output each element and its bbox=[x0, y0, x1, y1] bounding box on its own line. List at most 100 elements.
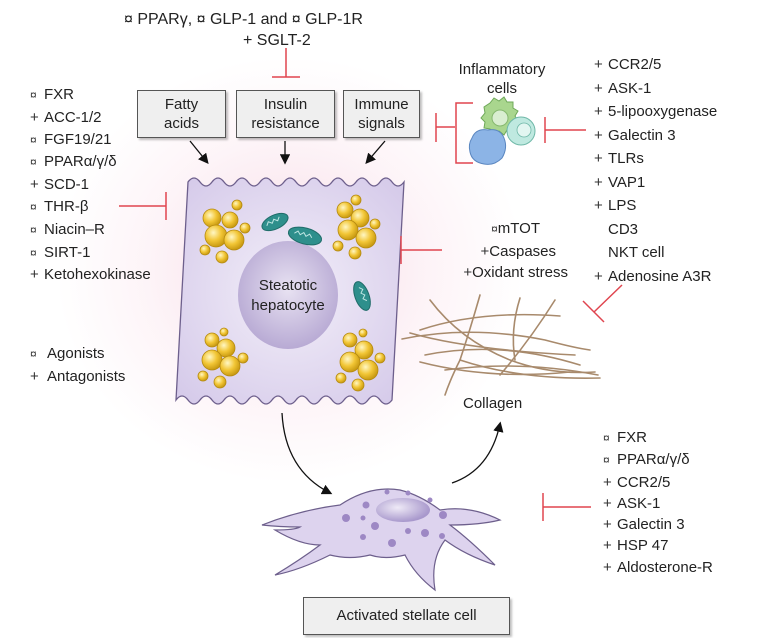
list-item: +Aldosterone-R bbox=[603, 557, 713, 578]
target-label: Galectin 3 bbox=[617, 516, 685, 534]
insulin-resistance-box: Insulin resistance bbox=[236, 90, 335, 138]
mitochondrion-3 bbox=[353, 281, 371, 311]
immune-signals-label-line1: Immune bbox=[354, 96, 409, 113]
agonist-symbol: ¤ bbox=[30, 155, 37, 170]
hepatocyte-label-line1: Steatotic bbox=[258, 277, 318, 294]
top-targets-line2: + SGLT-2 bbox=[243, 32, 311, 49]
target-label: Ketohexokinase bbox=[44, 266, 151, 284]
antagonist-symbol: + bbox=[463, 264, 473, 281]
right-targets-list: +CCR2/5 +ASK-1 +5-lipooxygenase +Galecti… bbox=[594, 53, 717, 288]
list-item: +Oxidant stress bbox=[425, 262, 568, 284]
list-item: ¤ PPARα/γ/δ bbox=[30, 151, 151, 174]
agonist-symbol: ¤ bbox=[30, 88, 37, 102]
inhibit-immune-signals bbox=[435, 102, 473, 164]
antagonist-symbol: + bbox=[30, 108, 39, 126]
fatty-acids-box: Fatty acids bbox=[137, 90, 226, 138]
blue-cell bbox=[468, 129, 507, 165]
lipid-cluster-top-right bbox=[332, 194, 381, 260]
legend: ¤Agonists +Antagonists bbox=[30, 343, 125, 388]
insulin-resistance-label-line2: resistance bbox=[251, 115, 320, 132]
hepatocyte-nucleus bbox=[238, 241, 338, 349]
target-label: LPS bbox=[608, 197, 637, 214]
stellate-nucleus bbox=[376, 498, 430, 522]
antagonist-symbol: + bbox=[603, 494, 612, 512]
target-label: HSP 47 bbox=[617, 537, 669, 555]
target-label: CCR2/5 bbox=[608, 56, 662, 73]
hepatocyte-label: Steatotic hepatocyte bbox=[238, 276, 338, 316]
inhibit-collagen bbox=[582, 284, 623, 323]
fatty-acids-label-line2: acids bbox=[163, 115, 200, 132]
list-item: + Ketohexokinase bbox=[30, 264, 151, 286]
target-label: SIRT-1 bbox=[44, 243, 91, 261]
activated-stellate-cell-label: Activated stellate cell bbox=[336, 607, 477, 624]
list-item: ¤THR-β bbox=[30, 196, 151, 219]
stellate-targets-list: ¤FXR ¤PPARα/γ/δ +CCR2/5 +ASK-1 +Galectin… bbox=[603, 427, 713, 578]
inflammatory-cells-label-line1: Inflammatory bbox=[458, 61, 546, 78]
mitochondrion-1 bbox=[261, 212, 289, 232]
agonist-symbol: ¤ bbox=[491, 222, 498, 236]
target-label: CD3 bbox=[608, 220, 639, 238]
antagonist-symbol: + bbox=[30, 266, 39, 284]
list-item: ¤FXR bbox=[603, 427, 713, 449]
list-item: ¤PPARα/γ/δ bbox=[603, 449, 713, 471]
fatty-acids-label-line1: Fatty bbox=[164, 96, 199, 113]
arrow-stellate-to-collagen bbox=[451, 421, 504, 484]
stellate-vesicles bbox=[342, 489, 447, 547]
target-label: ASK-1 bbox=[608, 79, 652, 97]
antagonist-symbol: + bbox=[30, 367, 39, 385]
legend-label: Antagonists bbox=[47, 367, 126, 385]
target-label: ASK-1 bbox=[617, 494, 661, 512]
inflammatory-cells-label: Inflammatory cells bbox=[447, 60, 557, 98]
collagen-fibers bbox=[401, 294, 601, 396]
list-item: + Galectin 3 bbox=[594, 124, 717, 148]
target-label: Aldosterone-R bbox=[617, 558, 713, 576]
inhibit-stellate bbox=[542, 493, 591, 521]
inhibit-left-hepatocyte bbox=[119, 192, 167, 220]
activated-stellate-cell-box: Activated stellate cell bbox=[303, 597, 510, 635]
immune-signals-label-line2: signals bbox=[358, 115, 405, 132]
antagonist-symbol: + bbox=[603, 516, 612, 534]
inhibition-lines bbox=[119, 48, 623, 521]
list-item: ¤FGF19/21 bbox=[30, 129, 151, 152]
collagen-label: Collagen bbox=[463, 395, 523, 412]
antagonist-symbol: + bbox=[594, 197, 603, 214]
arrow-immune-signals bbox=[365, 140, 386, 164]
target-label: Caspases bbox=[489, 242, 556, 260]
agonist-symbol: ¤ bbox=[30, 132, 37, 147]
list-item: + HSP 47 bbox=[603, 535, 713, 556]
lipid-cluster-top-left bbox=[199, 199, 251, 264]
agonist-symbol: ¤ bbox=[603, 453, 610, 468]
list-item: + CCR2/5 bbox=[594, 53, 717, 77]
list-item: +ASK-1 bbox=[594, 77, 717, 101]
input-arrows bbox=[189, 140, 504, 495]
list-item: ¤ FXR bbox=[30, 84, 151, 107]
antagonist-symbol: + bbox=[30, 176, 39, 194]
inhibit-inflammatory-cells bbox=[544, 117, 586, 143]
target-label: FXR bbox=[617, 429, 647, 446]
list-item: +SCD-1 bbox=[30, 174, 151, 196]
agonist-symbol: ¤ bbox=[30, 222, 37, 237]
antagonist-symbol: + bbox=[594, 173, 603, 191]
hepatocyte-label-line2: hepatocyte bbox=[251, 297, 325, 314]
antagonist-symbol: + bbox=[603, 537, 612, 555]
target-label: Galectin 3 bbox=[608, 126, 676, 144]
inflammatory-cells-illustration bbox=[468, 96, 536, 165]
list-item: ¤Niacin–R bbox=[30, 219, 151, 242]
target-label: FXR bbox=[44, 86, 74, 103]
antagonist-symbol: + bbox=[594, 56, 603, 73]
antagonist-symbol: + bbox=[594, 103, 603, 120]
list-item: NKT cell bbox=[594, 241, 717, 265]
mitochondrion-2 bbox=[287, 226, 323, 246]
list-item: +Caspases bbox=[425, 241, 568, 263]
immune-signals-box: Immune signals bbox=[343, 90, 420, 138]
antagonist-symbol: + bbox=[594, 126, 603, 144]
target-label: PPARα/γ/δ bbox=[44, 153, 117, 171]
lipid-cluster-bottom-left bbox=[197, 327, 249, 389]
antagonist-symbol: + bbox=[594, 267, 603, 285]
insulin-resistance-label-line1: Insulin bbox=[263, 96, 308, 113]
activated-stellate-cell-illustration bbox=[261, 488, 502, 592]
list-item: +Adenosine A3R bbox=[594, 265, 717, 289]
middle-targets-list: ¤mTOT +Caspases +Oxidant stress bbox=[425, 218, 568, 284]
list-item: +TLRs bbox=[594, 147, 717, 171]
